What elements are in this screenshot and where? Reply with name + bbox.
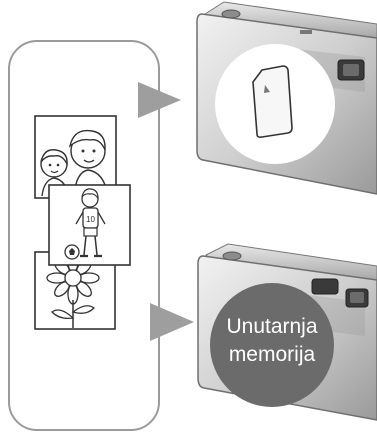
arrow-to-internal-memory-icon <box>150 303 194 341</box>
internal-memory-label-line1: Unutarnja <box>226 315 317 338</box>
camera-memory-card <box>196 1 377 195</box>
svg-text:10: 10 <box>86 215 95 224</box>
camera-internal-memory: Unutarnja memorija <box>197 243 377 421</box>
photo-card-boy: 10 <box>48 184 131 266</box>
internal-memory-label-line2: memorija <box>229 343 316 366</box>
internal-memory-badge <box>210 283 334 407</box>
memory-card-icon <box>252 65 293 138</box>
arrow-to-memory-card-icon <box>138 82 181 118</box>
